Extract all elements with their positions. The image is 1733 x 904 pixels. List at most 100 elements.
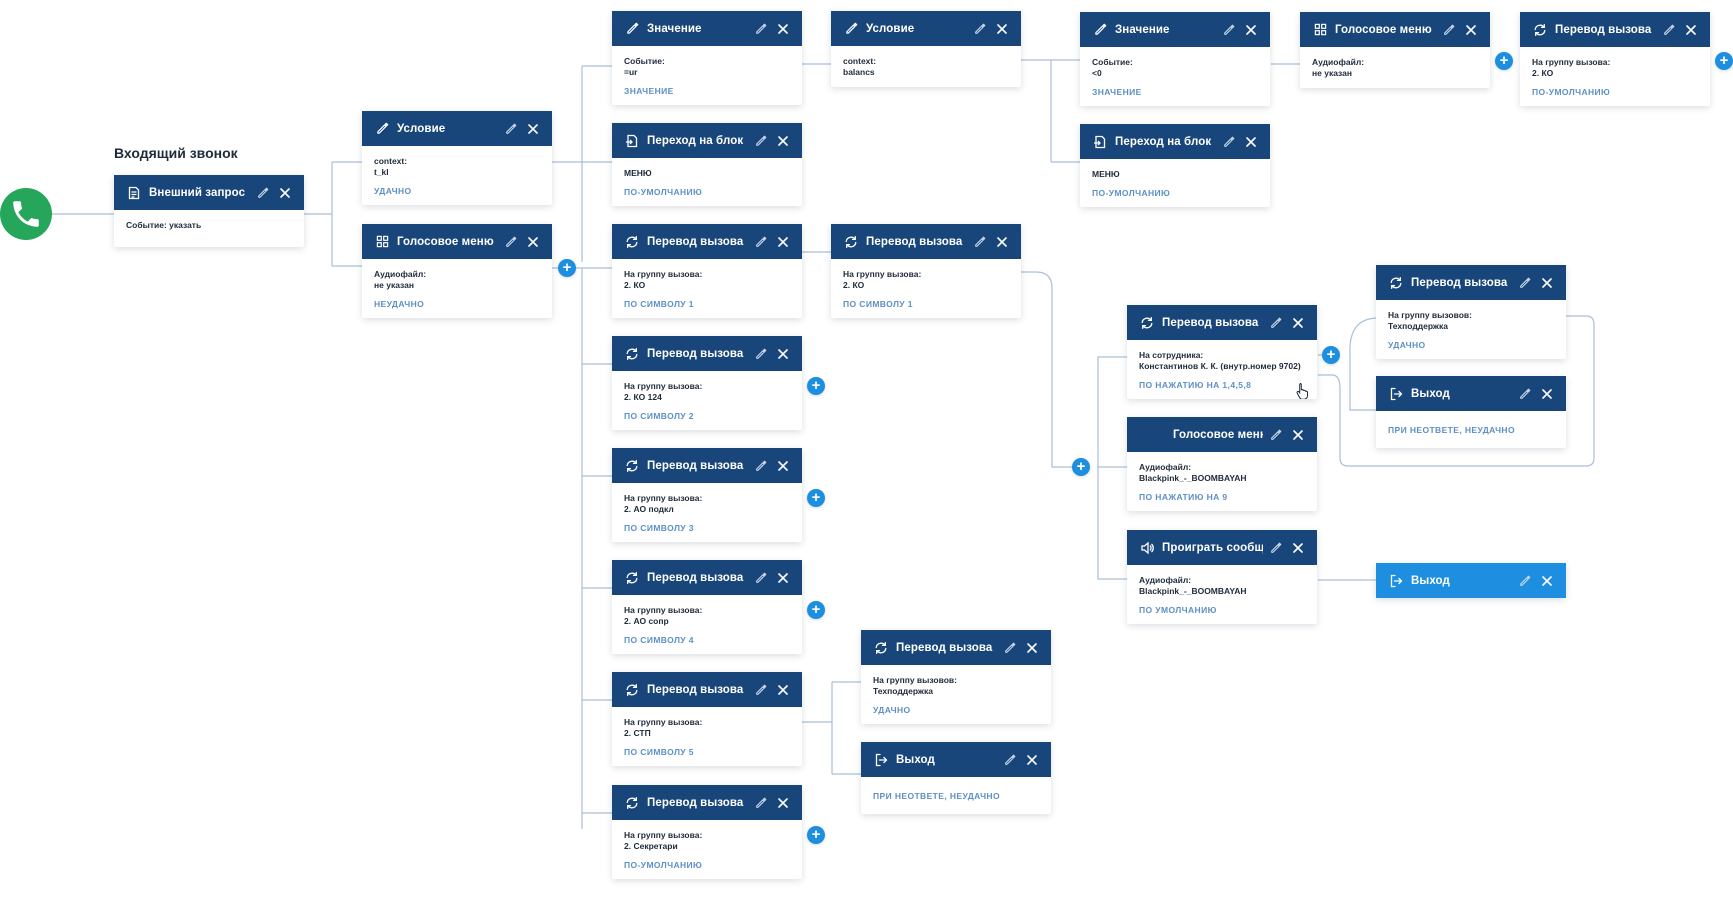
branch-label[interactable]: ПО СИМВОЛУ 4 [624, 635, 694, 645]
edit-icon[interactable] [971, 233, 989, 251]
branch-label[interactable]: ПО СИМВОЛУ 3 [624, 523, 694, 533]
close-icon[interactable] [774, 457, 792, 475]
close-icon[interactable] [1289, 539, 1307, 557]
block-header[interactable]: Перевод вызова [612, 560, 802, 595]
branch-label[interactable]: ПО СИМВОЛУ 1 [624, 299, 694, 309]
branch-label[interactable]: ЗНАЧЕНИЕ [1092, 87, 1142, 97]
edit-icon[interactable] [752, 569, 770, 587]
block-header[interactable]: Выход [1376, 563, 1566, 598]
close-icon[interactable] [993, 20, 1011, 38]
add-block-button[interactable]: + [558, 259, 576, 277]
block-header[interactable]: Переход на блок [1080, 124, 1270, 159]
close-icon[interactable] [774, 569, 792, 587]
branch-label[interactable]: ПО-УМОЛЧАНИЮ [624, 187, 703, 197]
close-icon[interactable] [1023, 751, 1041, 769]
edit-icon[interactable] [1267, 539, 1285, 557]
add-block-button[interactable]: + [807, 489, 825, 507]
close-icon[interactable] [993, 233, 1011, 251]
block-header[interactable]: Перевод вызова [1127, 305, 1317, 340]
edit-icon[interactable] [752, 794, 770, 812]
branch-label[interactable]: ПО СИМВОЛУ 2 [624, 411, 694, 421]
edit-icon[interactable] [1220, 21, 1238, 39]
close-icon[interactable] [276, 184, 294, 202]
close-icon[interactable] [1023, 639, 1041, 657]
branch-label[interactable]: НЕУДАЧНО [374, 299, 425, 309]
block-header[interactable]: Значение [612, 11, 802, 46]
edit-icon[interactable] [254, 184, 272, 202]
edit-icon[interactable] [1267, 426, 1285, 444]
block-header[interactable]: Перевод вызова [612, 448, 802, 483]
branch-label[interactable]: ПО-УМОЛЧАНИЮ [1532, 87, 1611, 97]
edit-icon[interactable] [502, 233, 520, 251]
edit-icon[interactable] [1516, 385, 1534, 403]
block-header[interactable]: Голосовое меню [1127, 417, 1317, 452]
close-icon[interactable] [1538, 385, 1556, 403]
edit-icon[interactable] [752, 233, 770, 251]
branch-label[interactable]: ПО-УМОЛЧАНИЮ [624, 860, 703, 870]
block-header[interactable]: Перевод вызова [831, 224, 1021, 259]
edit-icon[interactable] [1001, 639, 1019, 657]
add-block-button[interactable]: + [807, 377, 825, 395]
close-icon[interactable] [1289, 426, 1307, 444]
branch-label[interactable]: ПО-УМОЛЧАНИЮ [1092, 188, 1171, 198]
block-header[interactable]: Выход [1376, 376, 1566, 411]
close-icon[interactable] [774, 345, 792, 363]
branch-label[interactable]: ПО СИМВОЛУ 1 [843, 299, 913, 309]
block-header[interactable]: Условие [362, 111, 552, 146]
block-header[interactable]: Перевод вызова [861, 630, 1051, 665]
edit-icon[interactable] [752, 457, 770, 475]
block-header[interactable]: Выход [861, 742, 1051, 777]
add-block-button[interactable]: + [807, 601, 825, 619]
branch-label[interactable]: УДАЧНО [1388, 340, 1426, 350]
edit-icon[interactable] [752, 20, 770, 38]
edit-icon[interactable] [971, 20, 989, 38]
close-icon[interactable] [1682, 21, 1700, 39]
close-icon[interactable] [1289, 314, 1307, 332]
branch-label[interactable]: ЗНАЧЕНИЕ [624, 86, 674, 96]
close-icon[interactable] [1538, 274, 1556, 292]
close-icon[interactable] [1242, 133, 1260, 151]
add-block-button[interactable]: + [1322, 346, 1340, 364]
block-header[interactable]: Перевод вызова [612, 785, 802, 820]
edit-icon[interactable] [1267, 314, 1285, 332]
edit-icon[interactable] [502, 120, 520, 138]
add-block-button[interactable]: + [1715, 52, 1733, 70]
block-header[interactable]: Внешний запрос [114, 175, 304, 210]
close-icon[interactable] [774, 233, 792, 251]
block-n22[interactable]: Проиграть сообщениеАудиофайл:Blackpink_-… [1127, 530, 1317, 624]
close-icon[interactable] [1462, 21, 1480, 39]
add-block-button[interactable]: + [807, 826, 825, 844]
block-header[interactable]: Перевод вызова [612, 336, 802, 371]
block-header[interactable]: Голосовое меню [1300, 12, 1490, 47]
block-header[interactable]: Значение [1080, 12, 1270, 47]
close-icon[interactable] [1538, 572, 1556, 590]
close-icon[interactable] [524, 233, 542, 251]
edit-icon[interactable] [1660, 21, 1678, 39]
block-header[interactable]: Перевод вызова [1376, 265, 1566, 300]
close-icon[interactable] [774, 20, 792, 38]
block-header[interactable]: Перевод вызова [1520, 12, 1710, 47]
branch-label[interactable]: УДАЧНО [374, 186, 412, 196]
block-header[interactable]: Перевод вызова [612, 672, 802, 707]
block-header[interactable]: Голосовое меню [362, 224, 552, 259]
edit-icon[interactable] [752, 345, 770, 363]
branch-label[interactable]: ПО УМОЛЧАНИЮ [1139, 605, 1217, 615]
edit-icon[interactable] [1440, 21, 1458, 39]
